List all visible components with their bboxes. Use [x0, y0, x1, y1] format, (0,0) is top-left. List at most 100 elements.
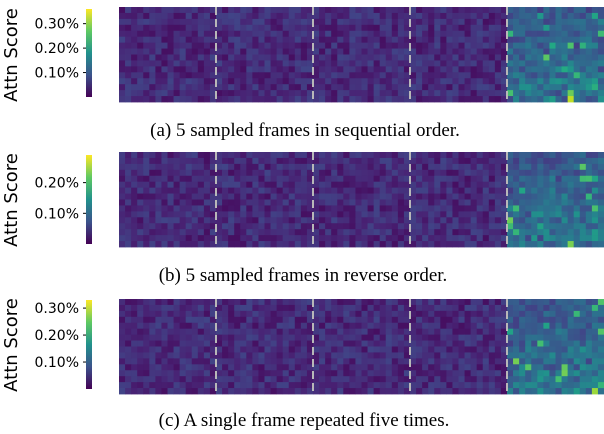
heatmap-cell: [525, 352, 532, 359]
heatmap-cell: [306, 322, 314, 330]
heatmap-cell: [246, 42, 253, 49]
heatmap-cell: [149, 328, 156, 336]
heatmap-cell: [428, 18, 435, 26]
heatmap-cell: [355, 299, 362, 306]
heatmap-cell: [500, 328, 508, 336]
heatmap-cell: [488, 181, 496, 189]
heatmap-cell: [119, 358, 126, 365]
heatmap-cell: [197, 382, 205, 389]
heatmap-cell: [446, 334, 453, 341]
heatmap-cell: [161, 187, 168, 194]
heatmap-cell: [191, 187, 199, 194]
heatmap-cell: [143, 175, 150, 183]
heatmap-cell: [203, 72, 211, 79]
heatmap-cell: [349, 78, 356, 85]
heatmap-cell: [428, 370, 435, 377]
heatmap-cell: [313, 316, 320, 324]
heatmap-cell: [579, 163, 587, 171]
heatmap-cell: [331, 48, 338, 55]
heatmap-cell: [325, 187, 332, 194]
heatmap-cell: [185, 72, 193, 79]
heatmap-cell: [137, 229, 144, 236]
heatmap-cell: [391, 205, 399, 212]
heatmap-cell: [591, 241, 599, 248]
heatmap-cell: [403, 72, 411, 79]
heatmap-cell: [197, 370, 205, 377]
heatmap-cell: [313, 152, 320, 159]
heatmap-cell: [234, 364, 241, 371]
heatmap-cell: [476, 78, 484, 85]
colorbar-tick-label: 0.30%: [35, 301, 79, 317]
heatmap-cell: [331, 96, 338, 103]
heatmap-cell: [234, 18, 241, 26]
heatmap-cell: [567, 376, 575, 383]
heatmap-cell: [306, 30, 314, 38]
heatmap-cell: [270, 223, 278, 230]
heatmap-cell: [403, 181, 411, 189]
heatmap-cell: [422, 352, 429, 359]
heatmap-cell: [288, 364, 296, 371]
heatmap-cell: [131, 352, 138, 359]
heatmap-cell: [288, 30, 296, 38]
heatmap-cell: [367, 358, 375, 365]
heatmap-cell: [306, 36, 314, 44]
heatmap-cell: [137, 370, 144, 377]
heatmap-cell: [385, 78, 393, 85]
heatmap-cell: [500, 30, 508, 38]
heatmap-cell: [234, 340, 241, 347]
heatmap-cell: [531, 42, 538, 49]
heatmap-cell: [513, 169, 520, 177]
heatmap-cell: [203, 358, 211, 365]
heatmap-cell: [543, 211, 550, 218]
heatmap-cell: [379, 358, 387, 365]
heatmap-cell: [155, 181, 162, 189]
heatmap-cell: [519, 241, 526, 248]
heatmap-cell: [476, 235, 484, 242]
heatmap-cell: [385, 157, 393, 165]
heatmap-cell: [519, 346, 526, 353]
heatmap-cell: [216, 310, 223, 318]
heatmap-cell: [470, 205, 478, 212]
heatmap-cell: [585, 211, 593, 218]
heatmap-cell: [209, 48, 217, 55]
heatmap-cell: [325, 36, 332, 44]
heatmap-cell: [422, 340, 429, 347]
heatmap-cell: [416, 205, 423, 212]
heatmap-cell: [494, 346, 502, 353]
heatmap-cell: [209, 229, 217, 236]
heatmap-cell: [543, 90, 550, 97]
heatmap-cell: [258, 229, 265, 236]
heatmap-cell: [270, 211, 278, 218]
heatmap-cell: [282, 18, 290, 26]
heatmap-cell: [379, 175, 387, 183]
heatmap-cell: [264, 358, 271, 365]
heatmap-cell: [355, 304, 362, 312]
heatmap-cell: [458, 376, 465, 383]
heatmap-cell: [573, 152, 581, 159]
heatmap-cell: [543, 322, 550, 330]
heatmap-cell: [119, 48, 126, 55]
heatmap-cell: [331, 211, 338, 218]
heatmap-cell: [306, 235, 314, 242]
heatmap-cell: [440, 60, 447, 67]
heatmap-cell: [306, 316, 314, 324]
heatmap-cell: [228, 152, 235, 159]
heatmap-cell: [222, 388, 229, 395]
heatmap-cell: [349, 175, 356, 183]
heatmap-cell: [313, 205, 320, 212]
heatmap-cell: [531, 241, 538, 248]
heatmap-cell: [349, 358, 356, 365]
heatmap-cell: [343, 346, 350, 353]
heatmap-cell: [585, 175, 593, 183]
heatmap-cell: [434, 193, 441, 200]
heatmap-cell: [173, 211, 181, 218]
heatmap-cell: [216, 340, 223, 347]
heatmap-cell: [452, 199, 459, 206]
heatmap-cell: [561, 322, 569, 330]
heatmap-cell: [567, 72, 575, 79]
heatmap-cell: [500, 364, 508, 371]
heatmap-cell: [173, 316, 181, 324]
heatmap-cell: [549, 7, 556, 14]
heatmap-cell: [325, 163, 332, 171]
heatmap-cell: [561, 304, 569, 312]
